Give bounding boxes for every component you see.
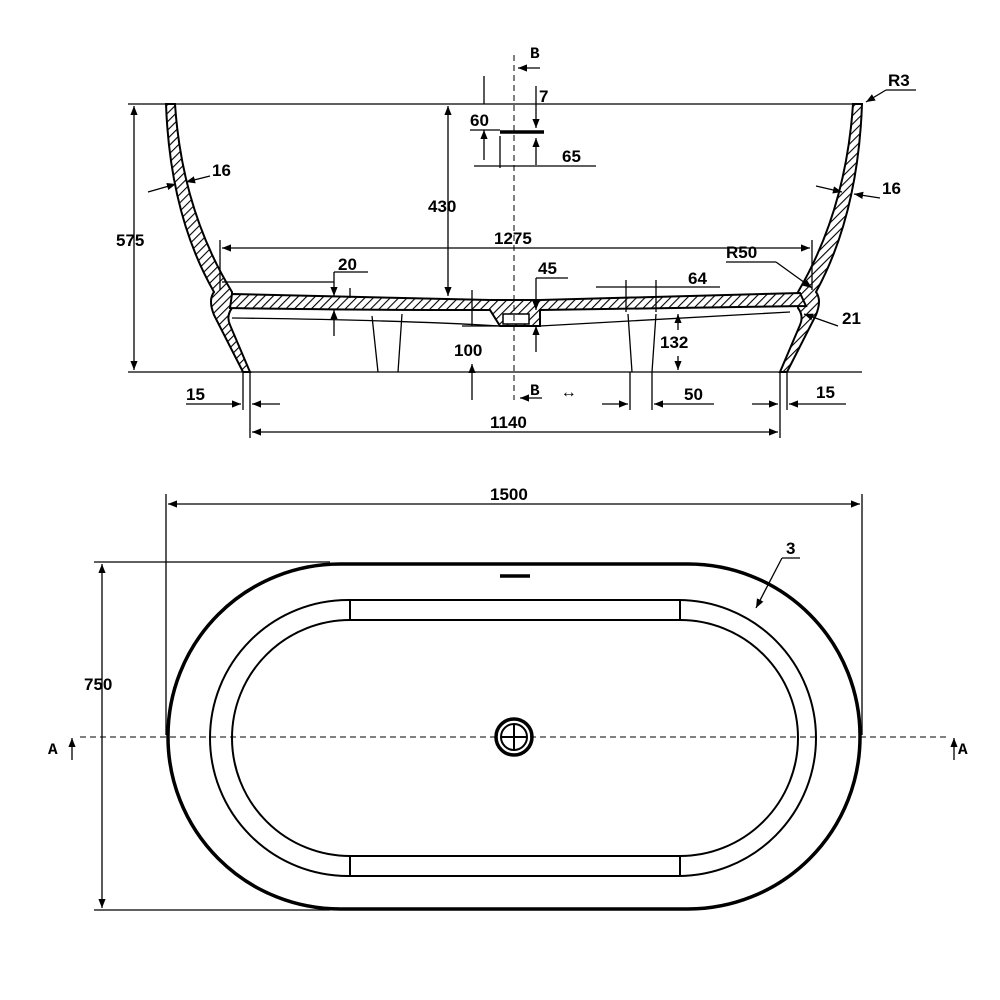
dim-floor-thickness: 20 [338, 255, 357, 274]
dim-overall-width: 750 [84, 675, 112, 694]
drain-outlet [502, 313, 530, 325]
dim-base-thickness: 21 [842, 309, 861, 328]
dim-foot-offset: 64 [688, 269, 707, 288]
left-wall-section [164, 103, 252, 373]
section-label-bottom: B [530, 382, 540, 400]
dim-base-length: 1140 [490, 413, 527, 432]
dim-bottom-radius: R50 [726, 243, 757, 262]
floor-section [228, 291, 808, 327]
dim-base-inset-right: 15 [816, 383, 835, 402]
plan-view: 1500 750 A A 3 [48, 485, 968, 911]
plan-section-label-right: A [958, 741, 968, 759]
dim-overall-length: 1500 [490, 485, 528, 504]
dim-drain-height: 100 [454, 341, 482, 360]
inner-rim [209, 599, 817, 877]
dim-inner-depth: 430 [428, 197, 456, 216]
right-support-foot [627, 313, 657, 373]
dim-overflow-offset: 7 [539, 87, 548, 106]
dim-inner-floor-length: 1275 [494, 229, 532, 248]
dim-overflow-width: 65 [562, 147, 581, 166]
underside-contour [231, 311, 791, 327]
dim-rim-radius: R3 [888, 71, 910, 90]
dim-foot-height: 132 [660, 333, 688, 352]
dim-foot-width: 50 [684, 385, 703, 404]
section-label-top: B [530, 45, 540, 63]
dim-wall-thickness-right: 16 [882, 179, 901, 198]
dim-rim-thickness: 3 [786, 539, 795, 558]
section-arrow-glyph: ↔ [564, 384, 574, 402]
basin-floor [231, 619, 799, 857]
dim-drain-offset: 45 [538, 259, 557, 278]
left-support-foot [371, 313, 403, 373]
plan-section-label-left: A [48, 741, 58, 759]
dim-base-inset-left: 15 [186, 385, 205, 404]
dim-wall-thickness-left: 16 [212, 161, 231, 180]
section-view: B B ↔ 60 7 65 575 430 16 16 R3 [116, 45, 916, 438]
dim-overflow-height: 60 [470, 111, 489, 130]
dim-total-height: 575 [116, 231, 144, 250]
right-wall-section [778, 103, 864, 373]
